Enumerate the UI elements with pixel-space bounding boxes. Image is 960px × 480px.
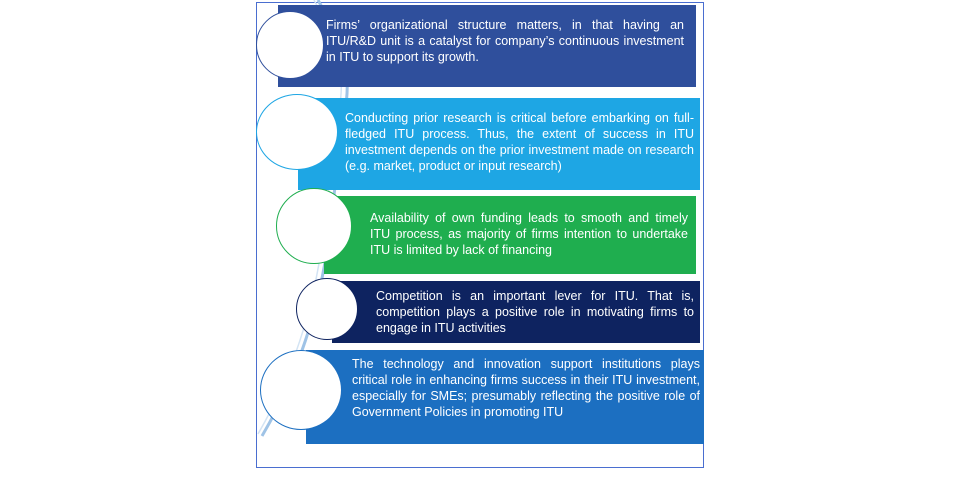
statement-box-2: Conducting prior research is critical be…	[298, 98, 700, 190]
marker-circle-2	[256, 94, 338, 170]
statement-text-5: The technology and innovation support in…	[352, 357, 700, 419]
marker-circle-4	[296, 278, 358, 340]
statement-box-1: Firms’ organizational structure matters,…	[278, 5, 696, 87]
statement-box-5: The technology and innovation support in…	[306, 350, 704, 444]
marker-circle-1	[256, 11, 324, 79]
statement-text-4: Competition is an important lever for IT…	[376, 289, 694, 335]
statement-text-1: Firms’ organizational structure matters,…	[326, 18, 684, 64]
diagram-frame	[256, 2, 704, 468]
statement-text-3: Availability of own funding leads to smo…	[370, 211, 688, 257]
marker-circle-5	[260, 350, 342, 430]
marker-circle-3	[276, 188, 352, 264]
statement-text-2: Conducting prior research is critical be…	[345, 111, 694, 173]
statement-box-3: Availability of own funding leads to smo…	[324, 196, 696, 274]
statement-box-4: Competition is an important lever for IT…	[332, 281, 700, 343]
